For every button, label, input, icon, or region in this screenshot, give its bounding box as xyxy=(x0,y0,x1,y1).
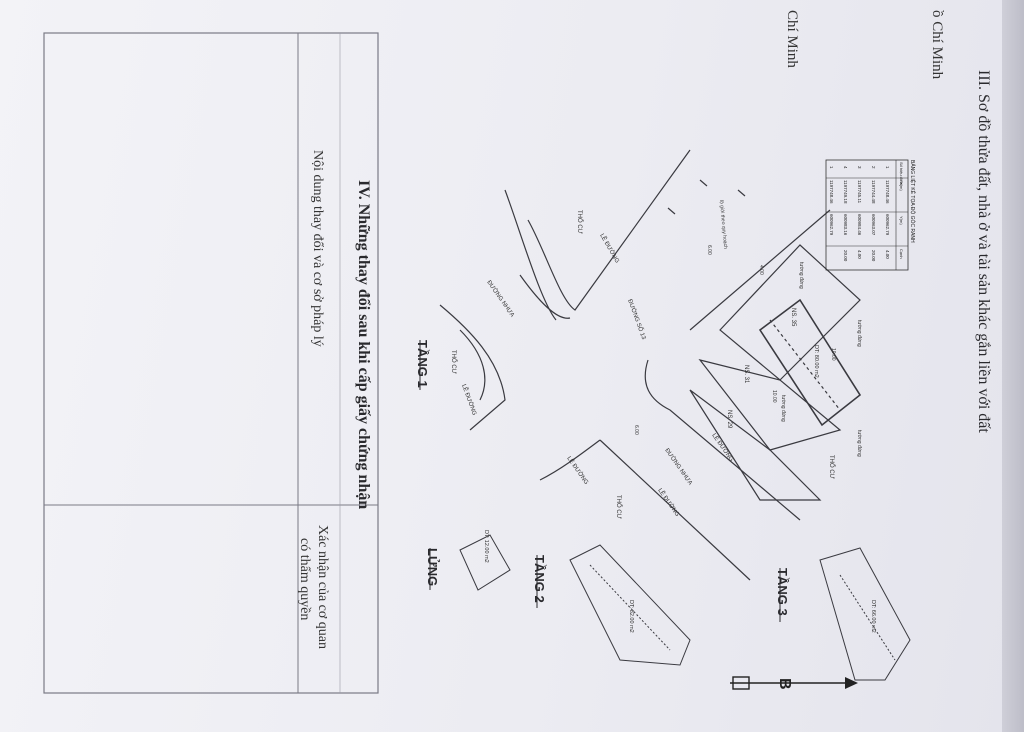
north-arrow-head-icon xyxy=(845,677,858,689)
page-edge xyxy=(1002,0,1024,732)
label-le-duong: LỀ ĐƯỜNG xyxy=(656,487,681,518)
coord-header-y: Y(m) xyxy=(899,216,904,225)
coord-row-x: 1197745.11 xyxy=(857,180,862,204)
label-tho-cu: THỔ CƯ xyxy=(828,455,835,479)
label-dim-6: 6.00 xyxy=(633,425,639,435)
coord-row-edge: 20.00 xyxy=(843,250,848,262)
label-tuong-dung: tường đứng xyxy=(856,320,862,347)
area-tang2: DT: 82.00 m2 xyxy=(628,600,634,633)
coord-header-edge: Cạnh xyxy=(899,249,904,259)
curb-inner xyxy=(519,274,571,319)
coord-row-id: 3 xyxy=(857,166,862,169)
area-tang3: DT: 66.00 m2 xyxy=(870,600,876,633)
coord-row-y: 600983.16 xyxy=(843,214,848,236)
subject-lot xyxy=(758,298,862,427)
coord-row-edge: 4.00 xyxy=(885,250,890,259)
label-le-duong: LỀ ĐƯỜNG xyxy=(565,455,590,486)
curb-corner xyxy=(539,439,601,481)
coord-row-edge: 20.00 xyxy=(871,250,876,262)
road-edge-mid xyxy=(689,209,831,331)
coord-row-x: 1197748.46 xyxy=(829,180,834,204)
lot-inner-line xyxy=(769,319,841,411)
label-dim-10: 10.00 xyxy=(771,390,777,403)
parcel-ns29 xyxy=(689,389,822,501)
coord-row-y: 600963.07 xyxy=(871,214,876,236)
parcel-ns31 xyxy=(698,358,842,451)
coord-row-id: 1 xyxy=(829,166,834,169)
parcel-ns35 xyxy=(719,244,861,381)
title-lung: LỬNG xyxy=(425,548,440,586)
road-edge-upper xyxy=(527,149,691,311)
label-tuong-dung: tường đứng xyxy=(798,262,804,289)
coord-header-x: X(m) xyxy=(899,182,904,191)
title-tang2: TẦNG 2 xyxy=(532,555,547,603)
floor-plan-tang2 xyxy=(569,544,691,666)
label-street-13: ĐƯỜNG SỐ 13 xyxy=(626,298,647,341)
label-tho-cu: THỔ CƯ xyxy=(450,350,457,374)
label-hem: lộ giới theo quy hoạch xyxy=(718,200,728,250)
label-tho-cu: THỔ CƯ xyxy=(615,495,622,519)
coord-header-id: Số hiệu điểm xyxy=(899,162,904,186)
label-tho-cu: THỔ CƯ xyxy=(576,210,583,234)
coord-row-id: 1 xyxy=(885,166,890,169)
coordinate-table: BẢNG LIỆT KÊ TỌA ĐỘ GÓC RANH Số hiệu điể… xyxy=(825,159,917,271)
label-dim-10: 10.00 xyxy=(830,348,836,361)
floor-plan-lung xyxy=(459,534,511,591)
label-dim-6: 6.00 xyxy=(706,245,712,255)
coord-row-x: 1197744.48 xyxy=(871,180,876,204)
label-tuong-dung: tường đứng xyxy=(856,430,862,457)
coord-row-y: 600984.46 xyxy=(857,214,862,236)
coord-row-id: 2 xyxy=(871,166,876,169)
coord-row-x: 1197748.46 xyxy=(885,180,890,204)
label-ns29: NS. 29 xyxy=(726,410,732,429)
title-tang1: TẦNG 1 xyxy=(415,340,430,388)
coord-row-edge: 4.00 xyxy=(857,250,862,259)
label-lot-area: DT: 80.00 m2 xyxy=(813,345,819,378)
label-tuong-dung: tường đứng xyxy=(780,395,786,422)
curb-lower xyxy=(439,304,506,431)
table-frame xyxy=(43,32,379,694)
coord-row-id: 4 xyxy=(843,166,848,169)
floor-plans xyxy=(459,534,911,681)
area-lung: DT: 12.00 m2 xyxy=(483,530,489,563)
north-arrow: B xyxy=(730,676,858,690)
label-le-duong: LỀ ĐƯỜNG xyxy=(598,233,621,265)
coord-table-title: BẢNG LIỆT KÊ TỌA ĐỘ GÓC RANH xyxy=(909,160,917,243)
road-edge-right xyxy=(644,359,801,521)
label-dim-4: 4.00 xyxy=(758,265,764,275)
road-edge-lower xyxy=(599,439,751,581)
label-ns35: NS. 35 xyxy=(790,308,796,327)
curb-upper xyxy=(504,189,557,321)
label-le-duong: LỀ ĐƯỜNG xyxy=(460,383,478,416)
coord-row-y: 600962.79 xyxy=(829,214,834,236)
label-ns31: NS. 31 xyxy=(743,365,749,384)
label-street-nhua-2: ĐƯỜNG NHỰA xyxy=(663,447,693,486)
coord-row-x: 1197749.18 xyxy=(843,180,848,204)
floor-plan-tang3 xyxy=(819,547,911,681)
title-tang3: TẦNG 3 xyxy=(775,568,790,616)
label-street-nhua-1: ĐƯỜNG NHỰA xyxy=(485,279,515,318)
coord-row-y: 600962.79 xyxy=(885,214,890,236)
north-arrow-label: B xyxy=(776,678,793,690)
curb-lower-inner xyxy=(459,329,486,401)
